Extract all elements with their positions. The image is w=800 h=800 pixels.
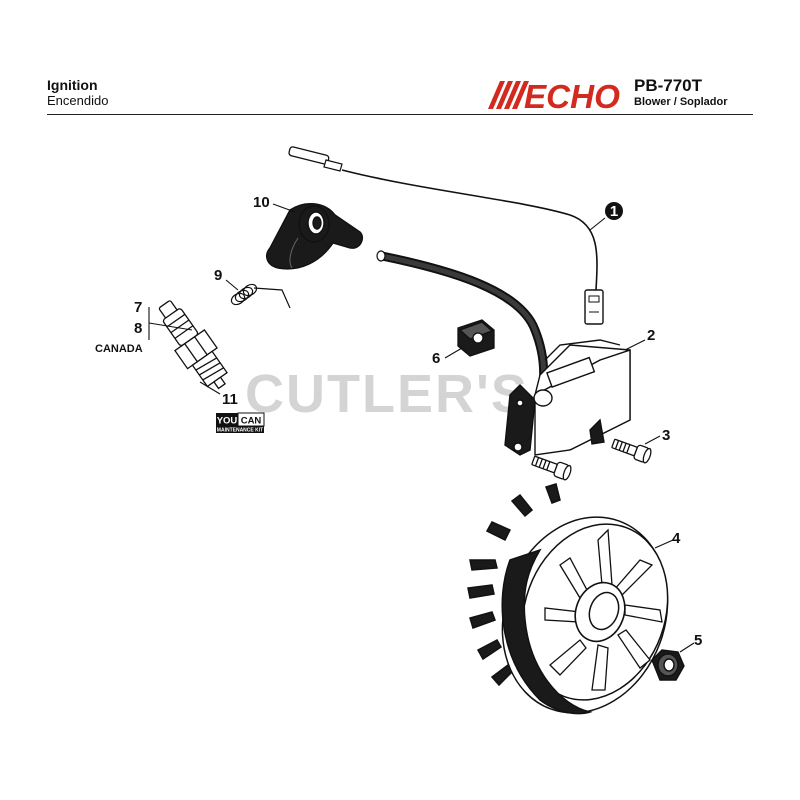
- watermark-text: CUTLER'S: [245, 364, 529, 424]
- coil-screw-1[interactable]: [611, 436, 653, 464]
- callout-10: 10: [253, 194, 270, 211]
- callout-11: 11: [222, 391, 238, 408]
- callout-4: 4: [672, 530, 681, 547]
- callout-1: 1: [610, 203, 618, 220]
- callout-7: 7: [134, 299, 142, 316]
- spark-plug-boot[interactable]: [266, 203, 364, 270]
- wire-connector: [584, 289, 604, 325]
- callout-6: 6: [432, 350, 440, 367]
- callout-9: 9: [214, 267, 222, 284]
- callout-8: 8: [134, 320, 142, 337]
- coil-lead-boot: [533, 389, 553, 407]
- page-header-left: Ignition Encendido: [47, 77, 108, 109]
- flywheel-nut[interactable]: [651, 649, 685, 681]
- kit-badge-can: CAN: [241, 416, 262, 427]
- kit-badge-label: MAINTENANCE KIT: [217, 428, 263, 434]
- spark-plug[interactable]: [150, 294, 237, 397]
- leader-lines: [148, 203, 695, 653]
- maintenance-kit-badge: YOU CAN MAINTENANCE KIT: [216, 412, 265, 434]
- coil-screw-2[interactable]: [531, 453, 573, 481]
- page-title: Ignition: [47, 77, 98, 93]
- spark-plug-spring[interactable]: [229, 282, 291, 309]
- kit-badge-you: YOU: [217, 416, 238, 427]
- logo-wordmark: ECHO: [524, 79, 620, 111]
- header-divider: [47, 114, 753, 115]
- coil-body-top: [533, 344, 631, 397]
- flywheel-spokes: [544, 528, 663, 691]
- wire-terminal-pin: [288, 146, 330, 165]
- callout-3: 3: [662, 427, 670, 444]
- coil-tab: [589, 418, 605, 445]
- flywheel-side: [501, 548, 593, 715]
- callout-1-badge: [605, 202, 623, 220]
- wire-terminal-sleeve: [323, 159, 343, 172]
- logo-stripes: [488, 81, 529, 109]
- wire-cable: [341, 169, 598, 291]
- echo-logo: ECHO: [488, 79, 620, 111]
- model-number: PB-770T: [634, 76, 703, 95]
- ignition-coil[interactable]: [504, 339, 631, 456]
- callout-2: 2: [647, 327, 655, 344]
- product-name: Blower / Soplador: [634, 96, 728, 108]
- wire-connector-slot: [588, 295, 600, 303]
- flywheel[interactable]: [467, 483, 694, 736]
- lead-grommet[interactable]: [457, 319, 495, 357]
- callout-5: 5: [694, 632, 702, 649]
- flywheel-fins: [467, 483, 561, 687]
- region-note: CANADA: [95, 343, 143, 355]
- page-header-right: PB-770T Blower / Soplador: [634, 77, 728, 109]
- page-subtitle: Encendido: [47, 93, 109, 108]
- ground-wire[interactable]: [288, 146, 604, 325]
